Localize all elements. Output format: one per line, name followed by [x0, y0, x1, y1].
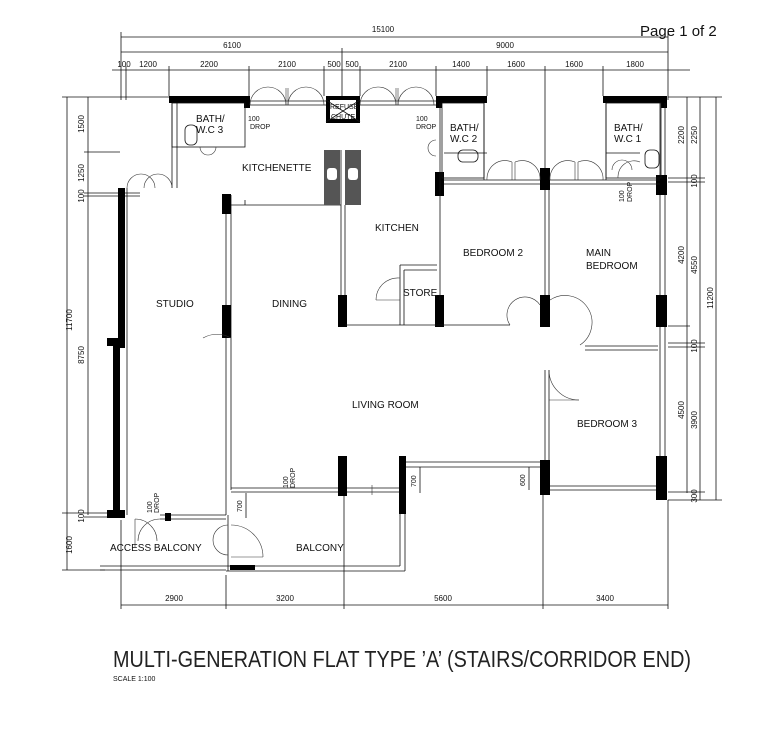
- dim-right-middle: 2250: [690, 126, 699, 144]
- drop-label: DROP: [416, 124, 437, 131]
- dim-top-split: 9000: [496, 41, 514, 50]
- room-label-dining: DINING: [272, 299, 307, 310]
- dim-left-segment: 1500: [77, 115, 86, 133]
- drop-value: 100: [147, 501, 154, 513]
- drop-value: 100: [416, 116, 428, 123]
- walls: [100, 96, 667, 572]
- room-label-refuse-chute: REFUSE: [330, 104, 359, 111]
- room-label-bedroom2: BEDROOM 2: [463, 248, 523, 259]
- bottom-dimensions: 2900 3200 5600 3400: [120, 495, 669, 609]
- room-label-bath3: BATH/: [196, 114, 225, 125]
- drop-label: DROP: [250, 124, 271, 131]
- dim-top-segment: 2100: [389, 60, 407, 69]
- room-label-living-room: LIVING ROOM: [352, 400, 419, 411]
- dim-top-segment: 1400: [452, 60, 470, 69]
- room-label-bath2: W.C 2: [450, 134, 478, 145]
- dim-bottom: 3400: [596, 594, 614, 603]
- dim-bottom: 5600: [434, 594, 452, 603]
- dim-left-overall: 1600: [65, 536, 74, 554]
- room-label-bath1: BATH/: [614, 123, 643, 134]
- room-label-access-balcony: ACCESS BALCONY: [110, 543, 202, 554]
- room-label-balcony: BALCONY: [296, 543, 344, 554]
- step-dimension: 700: [237, 500, 244, 512]
- dim-left-segment: 100: [77, 509, 86, 523]
- drop-value: 100: [283, 476, 290, 488]
- room-label-store: STORE: [403, 288, 438, 299]
- room-label-bedroom3: BEDROOM 3: [577, 419, 637, 430]
- dim-top-overall: 15100: [372, 25, 395, 34]
- dim-bottom: 3200: [276, 594, 294, 603]
- room-label-kitchen: KITCHEN: [375, 223, 419, 234]
- room-label-main-bedroom: BEDROOM: [586, 261, 638, 272]
- dim-right-middle: 4550: [690, 256, 699, 274]
- dim-left-segment: 8750: [77, 346, 86, 364]
- dim-top-split: 6100: [223, 41, 241, 50]
- door-icons: [126, 86, 641, 558]
- fixtures: [126, 86, 662, 558]
- dim-left-segment: 1250: [77, 164, 86, 182]
- dim-top-segment: 1200: [139, 60, 157, 69]
- dim-top-segment: 1600: [565, 60, 583, 69]
- room-label-bath2: BATH/: [450, 123, 479, 134]
- drop-label: DROP: [627, 181, 634, 202]
- room-label-bath3: W.C 3: [196, 125, 224, 136]
- drop-label: DROP: [290, 467, 297, 488]
- left-dimensions: 11700 1600 1500 1250 100 8750 100: [62, 96, 170, 571]
- room-label-refuse-chute: CHUTE: [331, 114, 355, 121]
- drop-value: 100: [619, 190, 626, 202]
- dim-right-inner: 2200: [677, 126, 686, 144]
- toilet-icon: [457, 149, 479, 163]
- room-labels: BATH/ W.C 3 REFUSE CHUTE BATH/ W.C 2 BAT…: [110, 104, 643, 554]
- dim-top-segment: 100: [117, 60, 131, 69]
- top-dimensions: 15100 6100 9000 100 1200 2200 2100 500 5…: [112, 25, 690, 180]
- dim-top-segment: 1600: [507, 60, 525, 69]
- dim-right-middle: 100: [690, 339, 699, 353]
- dim-left-overall: 11700: [65, 309, 74, 331]
- drop-value: 100: [248, 116, 260, 123]
- dim-bottom: 2900: [165, 594, 183, 603]
- dim-top-segment: 500: [345, 60, 359, 69]
- drawing-scale: SCALE 1:100: [113, 676, 156, 683]
- dim-top-segment: 2200: [200, 60, 218, 69]
- drop-label: DROP: [154, 492, 161, 513]
- room-label-main-bedroom: MAIN: [586, 248, 611, 259]
- dim-right-overall: 11200: [706, 287, 715, 309]
- room-label-studio: STUDIO: [156, 299, 194, 310]
- dim-right-inner: 4500: [677, 401, 686, 419]
- dim-top-segment: 500: [327, 60, 341, 69]
- dim-top-segment: 2100: [278, 60, 296, 69]
- toilet-icon: [644, 149, 660, 169]
- dim-right-middle: 100: [690, 174, 699, 188]
- dim-right-middle: 3900: [690, 411, 699, 429]
- dim-top-segment: 1800: [626, 60, 644, 69]
- dim-right-inner: 4200: [677, 246, 686, 264]
- annotations: 100 DROP 100 DROP 100 DROP 100 DROP 100 …: [147, 116, 634, 518]
- right-dimensions: 2200 4200 4500 2250 100 4550 100 3900 30…: [668, 96, 722, 503]
- step-dimension: 700: [411, 475, 418, 487]
- page-indicator: Page 1 of 2: [640, 23, 717, 40]
- drawing-title: MULTI-GENERATION FLAT TYPE ’A’ (STAIRS/C…: [113, 646, 691, 672]
- toilet-icon: [184, 124, 198, 146]
- dim-left-segment: 100: [77, 189, 86, 203]
- room-label-bath1: W.C 1: [614, 134, 642, 145]
- step-dimension: 600: [520, 474, 527, 486]
- dim-right-middle: 300: [690, 489, 699, 503]
- room-label-kitchenette: KITCHENETTE: [242, 163, 312, 174]
